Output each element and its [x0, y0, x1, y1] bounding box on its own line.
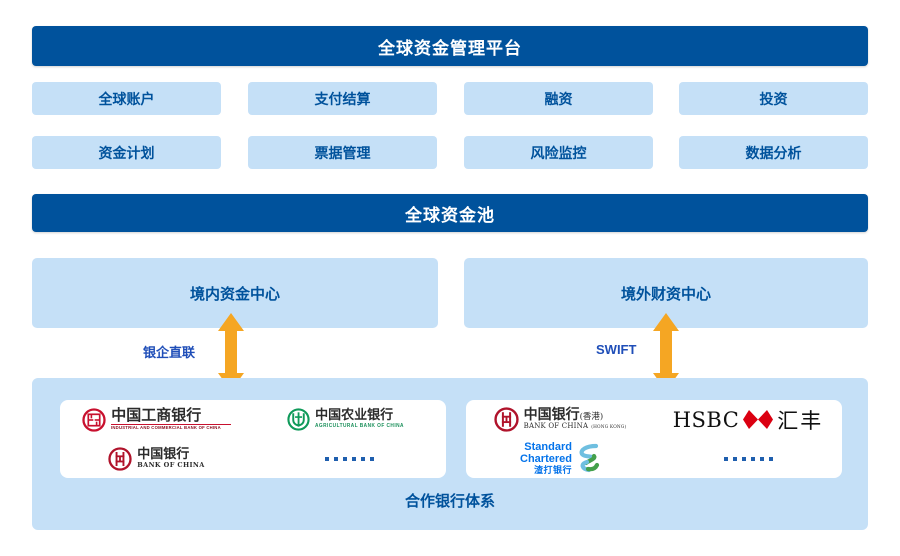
hsbc-name-cn: 汇丰: [777, 408, 824, 433]
module-label: 资金计划: [98, 144, 155, 161]
bidirectional-arrow-icon: [653, 313, 679, 391]
sc-name-line2: Chartered: [520, 452, 572, 465]
abc-emblem-icon: [287, 408, 310, 431]
bidirectional-arrow-icon: [218, 313, 244, 391]
boc-emblem-icon: [493, 407, 519, 432]
hsbc-hexagon-icon: [743, 410, 774, 429]
bank-name-en: INDUSTRIAL AND COMMERCIAL BANK OF CHINA: [111, 425, 222, 431]
bank-name-en-region: (HONG KONG): [591, 425, 627, 431]
domestic-banks-card: 中国工商银行 INDUSTRIAL AND COMMERCIAL BANK OF…: [60, 400, 446, 478]
onshore-fund-center-label: 境内资金中心: [189, 285, 280, 303]
bank-logo-standard-chartered: Standard Chartered 渣打银行: [466, 439, 654, 478]
standard-chartered-mark-icon: [579, 443, 600, 472]
connection-label-swift: SWIFT: [596, 342, 636, 357]
icbc-emblem-icon: [82, 407, 106, 432]
icbc-logo-text: 中国工商银行 INDUSTRIAL AND COMMERCIAL BANK OF…: [111, 407, 231, 431]
module-investment[interactable]: 投资: [679, 82, 868, 115]
bank-logo-boc: 中国银行 BANK OF CHINA: [60, 439, 253, 478]
module-label: 全球账户: [98, 90, 155, 107]
bank-name-en: BANK OF CHINA: [523, 422, 589, 431]
partner-bank-system-title-text: 合作银行体系: [404, 493, 495, 510]
bank-name-cn: 中国农业银行: [315, 408, 394, 424]
overseas-banks-card: 中国银行 (香港) BANK OF CHINA (HONG KONG) HSBC: [466, 400, 842, 478]
module-financing[interactable]: 融资: [464, 82, 653, 115]
module-fund-plan[interactable]: 资金计划: [32, 136, 221, 169]
module-bill-management[interactable]: 票据管理: [248, 136, 437, 169]
bank-name-cn: 中国银行: [137, 447, 190, 463]
module-label: 票据管理: [314, 144, 371, 161]
module-label: 风险监控: [530, 144, 587, 161]
bank-name-en: AGRICULTURAL BANK OF CHINA: [315, 423, 405, 430]
boc-logo-text: 中国银行 BANK OF CHINA: [137, 448, 204, 469]
connection-label-text: 银企直联: [143, 345, 196, 360]
module-data-analysis[interactable]: 数据分析: [679, 136, 868, 169]
fund-pool-title-text: 全球资金池: [405, 205, 495, 225]
boc-hongkong-logo-text: 中国银行 (香港) BANK OF CHINA (HONG KONG): [524, 408, 627, 431]
module-label: 数据分析: [745, 144, 802, 161]
bank-logo-hsbc: HSBC 汇丰: [654, 400, 842, 439]
platform-title-text: 全球资金管理平台: [378, 38, 522, 58]
sc-name-line1: Standard: [524, 440, 572, 453]
partner-bank-system-title: 合作银行体系: [32, 490, 868, 511]
boc-emblem-icon: [108, 446, 132, 471]
module-label: 支付结算: [314, 90, 371, 107]
abc-logo-text: 中国农业银行 AGRICULTURAL BANK OF CHINA: [315, 409, 412, 429]
bank-logo-icbc: 中国工商银行 INDUSTRIAL AND COMMERCIAL BANK OF…: [60, 400, 253, 439]
platform-title-bar: 全球资金管理平台: [32, 26, 868, 66]
sc-name-cn: 渣打银行: [533, 464, 572, 475]
bank-name-en-line: BANK OF CHINA (HONG KONG): [523, 422, 627, 431]
domestic-more-indicator: [253, 439, 446, 478]
standard-chartered-text: Standard Chartered 渣打银行: [520, 440, 572, 475]
bank-name-cn: 中国工商银行: [111, 407, 231, 426]
module-risk-monitoring[interactable]: 风险监控: [464, 136, 653, 169]
module-global-account[interactable]: 全球账户: [32, 82, 221, 115]
bank-name-en: BANK OF CHINA: [137, 461, 205, 470]
ellipsis-dots-icon: [325, 456, 374, 461]
domestic-bank-logo-grid: 中国工商银行 INDUSTRIAL AND COMMERCIAL BANK OF…: [60, 400, 446, 478]
bank-logo-boc-hongkong: 中国银行 (香港) BANK OF CHINA (HONG KONG): [466, 400, 654, 439]
connection-label-text: SWIFT: [596, 342, 637, 357]
hsbc-wordmark: HSBC: [672, 407, 740, 432]
ellipsis-dots-icon: [723, 456, 773, 461]
fund-pool-title-bar: 全球资金池: [32, 194, 868, 232]
onshore-fund-center-panel[interactable]: 境内资金中心: [32, 258, 438, 328]
bank-name-cn-line: 中国银行 (香港): [523, 407, 627, 424]
module-payment-settlement[interactable]: 支付结算: [248, 82, 437, 115]
connection-label-bank-enterprise-direct: 银企直联: [143, 342, 195, 361]
overseas-bank-logo-grid: 中国银行 (香港) BANK OF CHINA (HONG KONG) HSBC: [466, 400, 842, 478]
hsbc-logo-wrap: HSBC 汇丰: [673, 405, 824, 435]
module-label: 投资: [759, 90, 788, 107]
bank-logo-abc: 中国农业银行 AGRICULTURAL BANK OF CHINA: [253, 400, 446, 439]
partner-bank-system-container: 中国工商银行 INDUSTRIAL AND COMMERCIAL BANK OF…: [32, 378, 868, 530]
module-label: 融资: [544, 90, 573, 107]
overseas-more-indicator: [654, 439, 842, 478]
offshore-treasury-center-label: 境外财资中心: [620, 285, 711, 303]
bank-name-cn: 中国银行: [523, 407, 580, 424]
bank-name-cn-region: (香港): [579, 412, 604, 423]
standard-chartered-logo-wrap: Standard Chartered 渣打银行: [520, 440, 600, 475]
